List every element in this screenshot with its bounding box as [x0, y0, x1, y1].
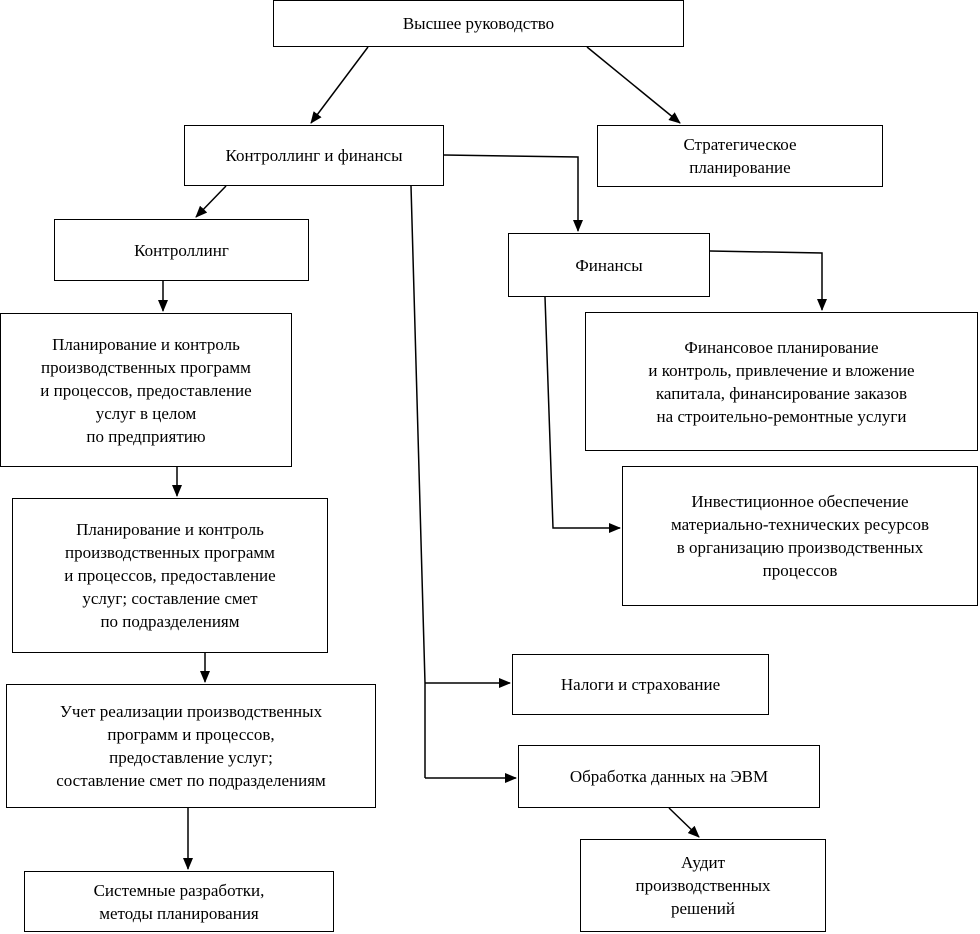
node-financial-planning-label: Финансовое планирование и контроль, прив…	[648, 337, 915, 426]
node-plan-divisions: Планирование и контроль производственных…	[12, 498, 328, 653]
edge-top-to-strategic-planning	[586, 46, 681, 124]
node-controlling-finance: Контроллинг и финансы	[184, 125, 444, 186]
node-plan-divisions-label: Планирование и контроль производственных…	[64, 520, 276, 631]
node-system-development-label: Системные разработки, методы планировани…	[93, 880, 265, 923]
node-taxes-insurance: Налоги и страхование	[512, 654, 769, 715]
node-strategic-planning-label: Стратегическое планирование	[683, 135, 797, 177]
edge-top-to-controlling-finance	[310, 46, 369, 124]
node-controlling-finance-label: Контроллинг и финансы	[225, 146, 403, 165]
node-finance: Финансы	[508, 233, 710, 297]
node-system-development: Системные разработки, методы планировани…	[24, 871, 334, 932]
node-data-processing-label: Обработка данных на ЭВМ	[569, 767, 769, 786]
node-controlling-label: Контроллинг	[134, 240, 229, 260]
node-top-management-label: Высшее руководство	[402, 14, 555, 33]
node-audit: Аудит производственных решений	[580, 839, 826, 932]
node-strategic-planning: Стратегическое планирование	[597, 125, 883, 187]
edge-cf-to-finance	[443, 154, 583, 232]
node-investment-support-label: Инвестиционное обеспечение материально-т…	[671, 492, 929, 580]
node-accounting-label: Учет реализации производственных програм…	[56, 702, 326, 790]
node-financial-planning: Финансовое планирование и контроль, прив…	[585, 312, 978, 451]
node-plan-enterprise-label: Планирование и контроль производственных…	[40, 334, 252, 446]
node-accounting: Учет реализации производственных програм…	[6, 684, 376, 808]
edge-cf-trunk	[410, 185, 426, 778]
node-plan-enterprise: Планирование и контроль производственных…	[0, 313, 292, 467]
node-top-management: Высшее руководство	[273, 0, 684, 47]
node-audit-label: Аудит производственных решений	[635, 853, 771, 918]
edge-finance-to-financial-planning	[709, 250, 827, 311]
edge-finance-to-investment	[544, 296, 621, 533]
edge-data-processing-to-audit	[668, 807, 700, 838]
node-investment-support: Инвестиционное обеспечение материально-т…	[622, 466, 978, 606]
edge-cf-to-controlling	[195, 185, 227, 218]
node-finance-label: Финансы	[575, 255, 643, 275]
node-data-processing: Обработка данных на ЭВМ	[518, 745, 820, 808]
node-controlling: Контроллинг	[54, 219, 309, 281]
node-taxes-insurance-label: Налоги и страхование	[560, 675, 721, 694]
